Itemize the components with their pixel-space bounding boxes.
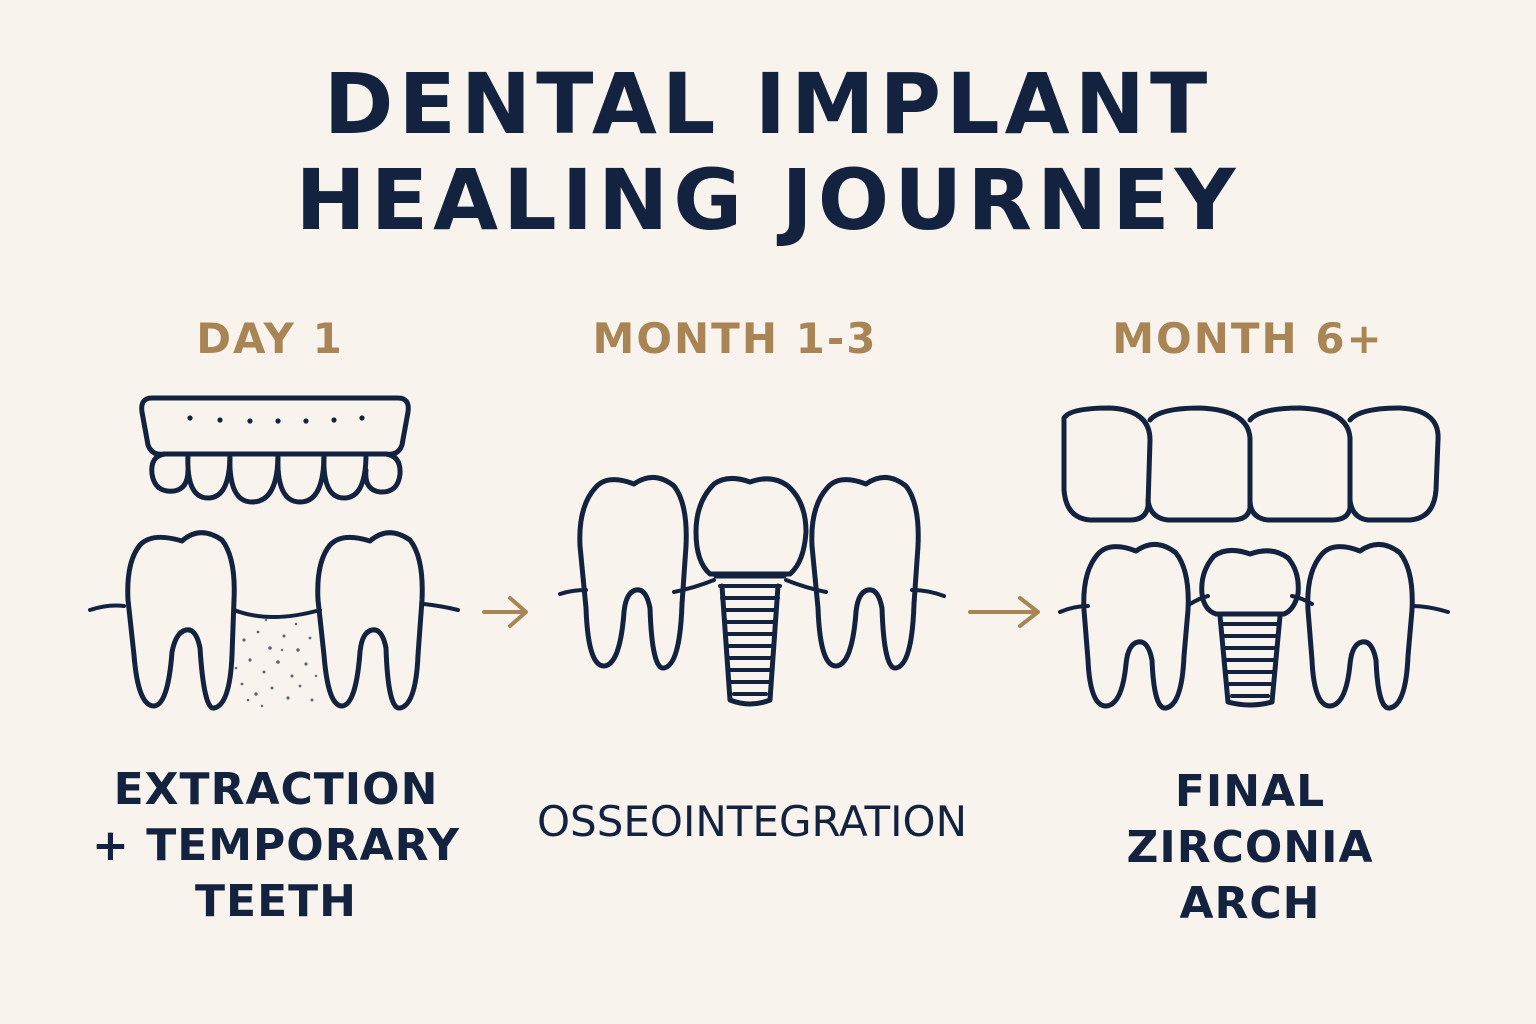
stage-caption-final-arch: FINAL ZIRCONIA ARCH	[1126, 764, 1373, 932]
osseointegration-icon	[558, 475, 946, 707]
caption-line: EXTRACTION	[113, 764, 439, 815]
stage-label-day-1: DAY 1	[196, 314, 344, 363]
stage-label-month-6: MONTH 6+	[1112, 314, 1384, 363]
temporary-denture-icon	[139, 395, 411, 505]
caption-line: ZIRCONIA	[1126, 822, 1374, 873]
arrow-right-icon	[482, 596, 528, 628]
stage-label-month-1-3: MONTH 1-3	[592, 314, 878, 363]
page-title-line-1: DENTAL IMPLANT	[323, 55, 1213, 153]
implant-icon	[1199, 548, 1301, 708]
caption-line: + TEMPORARY	[92, 820, 460, 871]
implant-icon	[693, 476, 809, 707]
caption-line: ARCH	[1179, 878, 1321, 929]
stage-caption-osseointegration: OSSEOINTEGRATION	[537, 794, 967, 850]
caption-line: FINAL	[1174, 766, 1326, 817]
caption-line: TEETH	[195, 876, 357, 927]
molar-icon	[1081, 542, 1191, 711]
stage-caption-extraction: EXTRACTION + TEMPORARY TEETH	[92, 762, 460, 930]
extraction-site-icon	[88, 530, 460, 711]
arrow-right-icon	[968, 596, 1040, 628]
zirconia-arch-icon	[1058, 405, 1450, 711]
molar-icon	[809, 475, 921, 671]
page-title-line-2: HEALING JOURNEY	[295, 151, 1241, 249]
molar-icon	[1305, 542, 1415, 711]
molar-icon	[577, 475, 689, 671]
caption-line: OSSEOINTEGRATION	[537, 797, 967, 846]
